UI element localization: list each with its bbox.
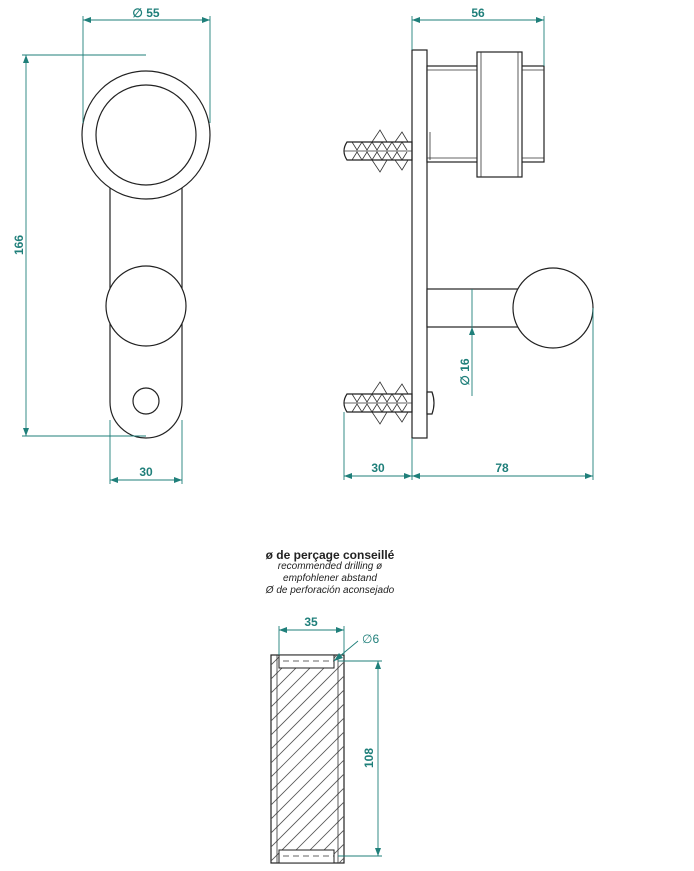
- drilling-note: ø de perçage conseillé recommended drill…: [200, 549, 460, 597]
- dimension-label: 166: [12, 235, 26, 255]
- dimension-drill-spacing: 35: [278, 615, 345, 655]
- dimension-front-diameter: ∅ 55: [82, 6, 211, 123]
- hatch-line: [310, 829, 344, 863]
- dimension-front-height: 166: [12, 54, 146, 437]
- dimension-front-width: 30: [109, 420, 183, 484]
- drilling-note-en: recommended drilling ø: [277, 561, 383, 572]
- dimension-label: 35: [304, 615, 318, 629]
- front-view: ∅ 55 166 30: [12, 6, 211, 484]
- hatch-line: [271, 717, 344, 792]
- hatch-line: [271, 745, 344, 820]
- dimension-drill-diameter: ∅6: [333, 632, 379, 662]
- dimension-label: 56: [471, 6, 485, 20]
- dimension-label: 108: [362, 748, 376, 768]
- hatch-line: [271, 731, 344, 806]
- dimension-label: ∅ 16: [458, 358, 472, 385]
- hatch-line: [271, 661, 344, 736]
- drilling-note-fr: ø de perçage conseillé: [265, 548, 395, 562]
- drilling-note-de: empfohlener abstand: [283, 573, 377, 584]
- hatch-line: [45, 623, 285, 863]
- hatch-line: [271, 689, 344, 764]
- hatch-line: [271, 703, 344, 778]
- hatch-line: [324, 843, 344, 863]
- dimension-rod-diameter: ∅ 16: [458, 289, 475, 396]
- hatch-line: [31, 623, 271, 863]
- dimension-plug-length: 30: [343, 412, 413, 480]
- dimension-side-depth: 56: [411, 6, 545, 66]
- side-view: 56 ∅ 16 30 78: [343, 6, 594, 480]
- dimension-label: ∅6: [362, 632, 379, 646]
- hatch-line: [271, 759, 344, 834]
- hatch-line: [59, 623, 299, 863]
- dimension-side-projection: 78: [412, 308, 594, 480]
- dimension-label: 30: [139, 465, 153, 479]
- hatch-line: [367, 623, 607, 863]
- hatch-line: [296, 815, 344, 863]
- wall-plug-bottom: [343, 381, 435, 425]
- dimension-label: 30: [371, 461, 385, 475]
- hatch-line: [271, 655, 282, 666]
- hatch-line: [338, 857, 344, 863]
- hatch-line: [353, 623, 593, 863]
- dimension-label: 78: [495, 461, 509, 475]
- hatch-line: [282, 801, 344, 863]
- drilling-template: 35 ∅6 108: [31, 615, 607, 864]
- dimension-label: ∅ 55: [132, 6, 159, 20]
- drilling-note-es: Ø de perforación aconsejado: [265, 585, 395, 596]
- hatch-line: [271, 787, 344, 862]
- hatch-line: [271, 773, 344, 848]
- dimension-drill-height: 108: [338, 660, 382, 857]
- wall-plug-top: [343, 129, 413, 173]
